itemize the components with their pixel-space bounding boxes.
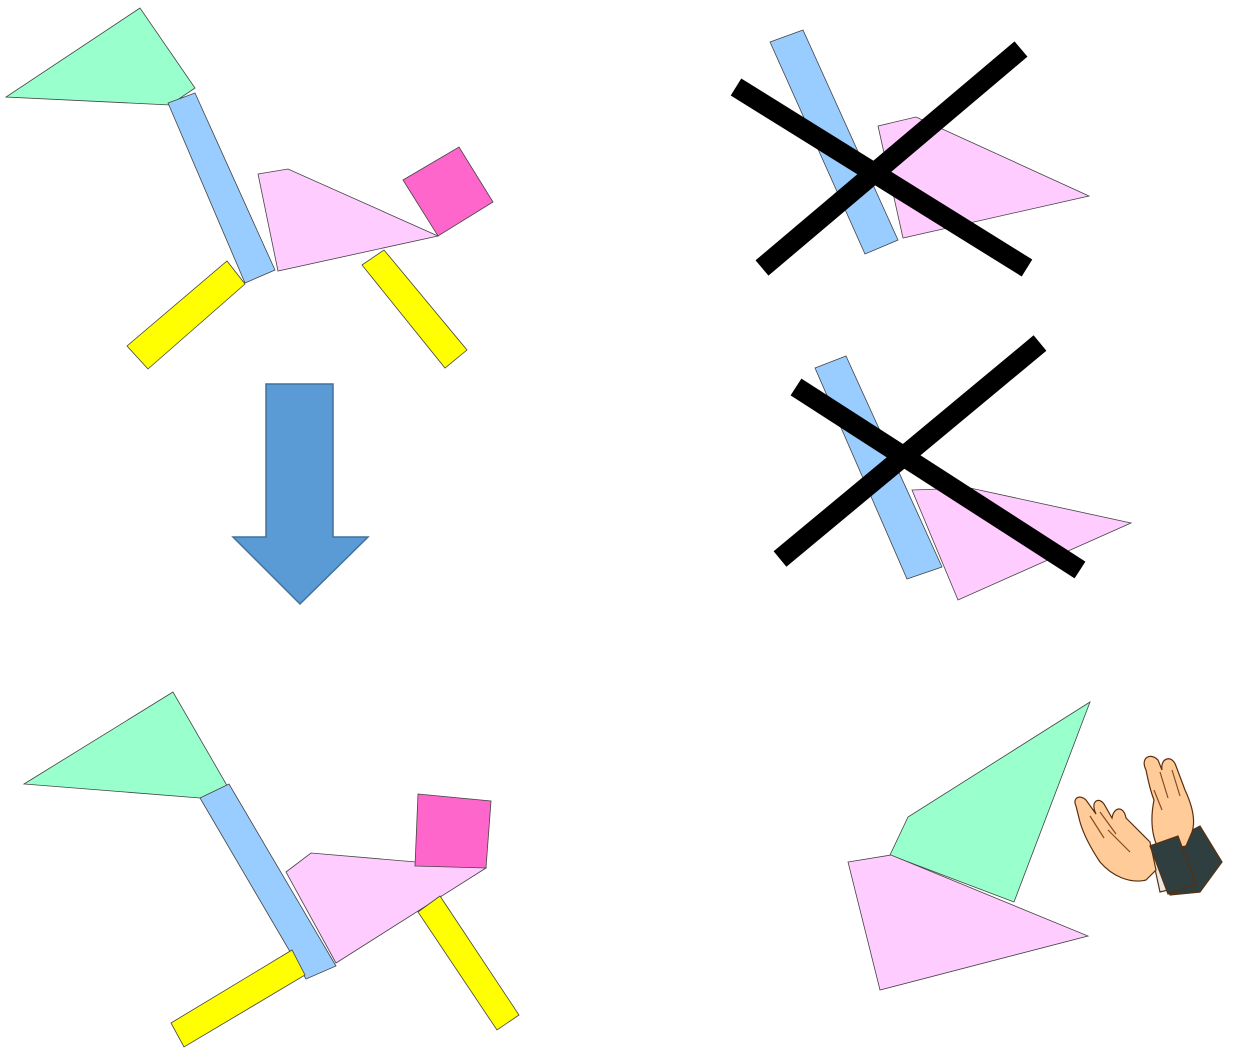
yellow-bar-right (362, 250, 467, 368)
down-arrow-icon (233, 384, 368, 604)
figure-original (6, 8, 493, 369)
magenta-square (403, 147, 493, 236)
blue-bar (168, 93, 275, 283)
yellow-bar-left (171, 950, 305, 1047)
figure-rotated (24, 692, 519, 1047)
pair-wrong-2 (780, 343, 1131, 600)
green-triangle (6, 8, 195, 105)
clapping-hands-icon (1075, 756, 1222, 895)
yellow-bar-right (418, 896, 519, 1030)
pair-wrong-1 (736, 30, 1089, 268)
magenta-square (415, 794, 491, 868)
pair-correct (848, 702, 1090, 990)
yellow-bar-left (127, 261, 245, 369)
green-triangle (24, 692, 229, 798)
